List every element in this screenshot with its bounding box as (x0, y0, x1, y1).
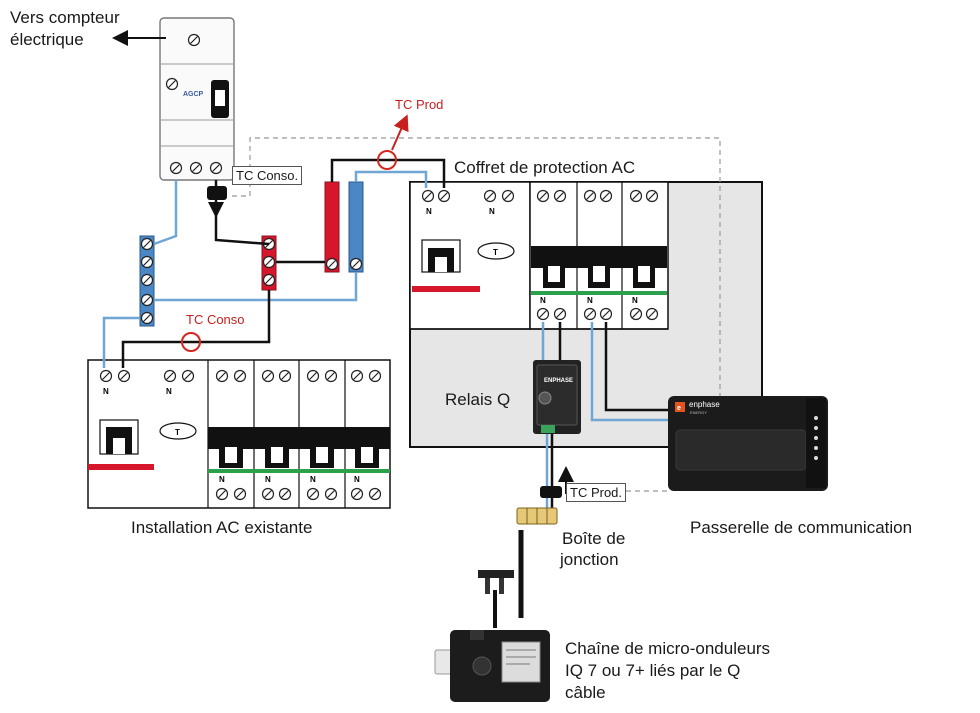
neutral-mark: N (426, 207, 432, 216)
neutral-mark: N (166, 387, 172, 396)
neutral-mark: N (489, 207, 495, 216)
ac-protection-cabinet (409, 181, 763, 448)
tc-prod-arrow (391, 114, 409, 151)
coffret-title: Coffret de protection AC (454, 158, 636, 177)
tc-prod-boxed-label: TC Prod. (566, 483, 627, 502)
tc-conso-red-label: TC Conso (186, 312, 245, 327)
bus-bars (139, 181, 364, 327)
agcp-label: AGCP (183, 91, 204, 98)
test-button-label: T (493, 248, 498, 257)
wires (102, 158, 668, 628)
neutral-mark: N (103, 387, 109, 396)
boite-label-line1: Boîte de (562, 529, 626, 548)
relais-label: Relais Q (445, 390, 511, 409)
neutral-mark: N (632, 296, 638, 305)
boite-label-line2: jonction (560, 550, 619, 569)
gateway-brand-sub: ENERGY (690, 410, 707, 415)
tc-conso-boxed-label: TC Conso. (232, 166, 303, 185)
chaine-label-line1: Chaîne de micro-onduleurs (565, 639, 771, 658)
junction-box (516, 507, 558, 525)
existing-ac-installation (87, 359, 391, 509)
q-relay (533, 360, 581, 434)
meter-label-line1: Vers compteur (10, 8, 120, 27)
agcp-main-breaker (159, 17, 235, 181)
chaine-label-line2: IQ 7 ou 7+ liés par le Q (565, 661, 741, 680)
relay-brand: ENPHASE (544, 378, 573, 384)
meter-label-line2: électrique (10, 30, 84, 49)
tc-prod-top-label: TC Prod (395, 97, 444, 112)
neutral-mark: N (219, 475, 225, 484)
communication-gateway (668, 396, 828, 491)
neutral-mark: N (540, 296, 546, 305)
installation-label: Installation AC existante (131, 518, 313, 537)
ct-clamps (181, 150, 562, 498)
gateway-brand: enphase (689, 400, 720, 409)
passerelle-label: Passerelle de communication (690, 518, 913, 537)
gateway-logo-mark: e (677, 405, 681, 412)
neutral-mark: N (354, 475, 360, 484)
micro-inverter (434, 570, 550, 702)
neutral-mark: N (587, 296, 593, 305)
chaine-label-line3: câble (565, 683, 606, 702)
ct-signal-lines (232, 137, 721, 492)
test-button-label: T (175, 428, 180, 437)
neutral-mark: N (310, 475, 316, 484)
neutral-mark: N (265, 475, 271, 484)
